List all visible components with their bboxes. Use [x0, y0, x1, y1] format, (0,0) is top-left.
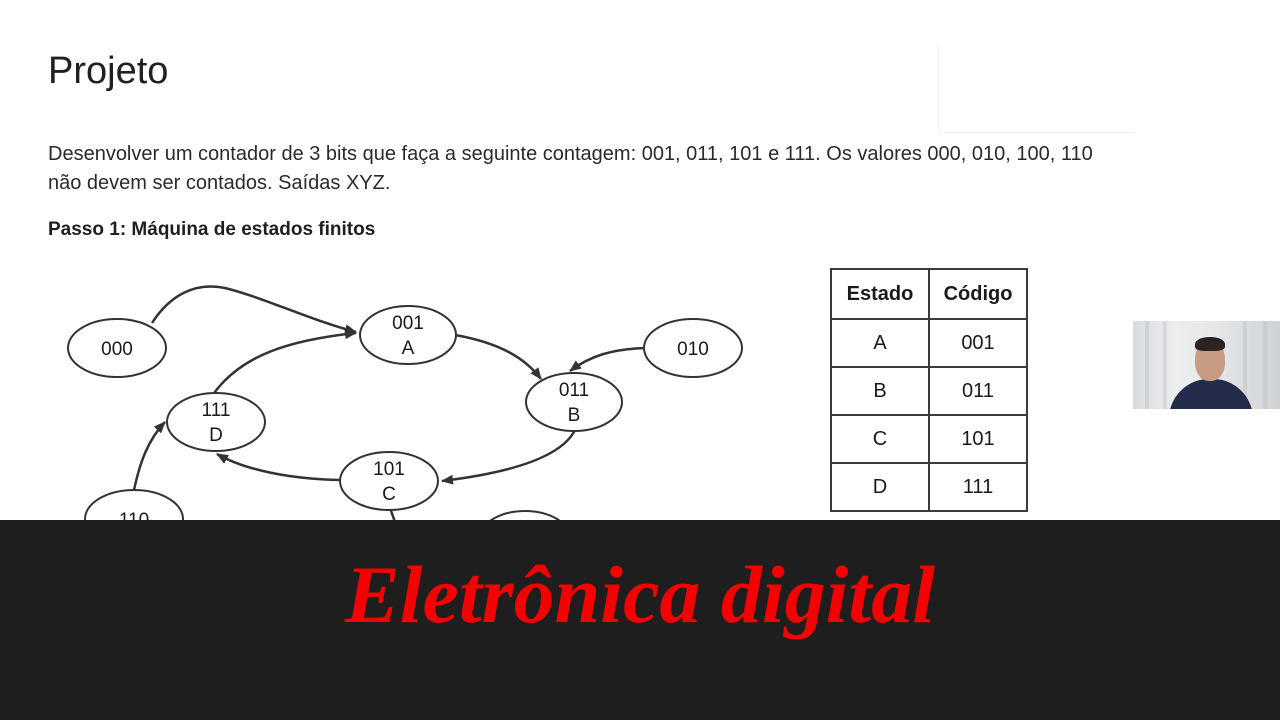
state-node-hidden: [489, 510, 561, 520]
state-110-code: 110: [119, 510, 149, 520]
table-header-row: Estado Código: [830, 268, 1028, 320]
state-010-code: 010: [677, 339, 709, 360]
state-c-code: 101: [373, 459, 405, 480]
slide-title: Projeto: [48, 50, 169, 92]
state-b-label: B: [568, 405, 581, 426]
blank-region: [938, 44, 1135, 133]
title-banner: [0, 520, 1280, 720]
transition-110-to-D: [132, 421, 166, 491]
presenter-hair: [1195, 337, 1225, 351]
state-a-label: A: [402, 338, 415, 359]
presenter-torso: [1169, 379, 1253, 409]
transition-B-to-C: [441, 429, 577, 485]
header-codigo: Código: [928, 268, 1028, 320]
problem-statement: Desenvolver um contador de 3 bits que fa…: [48, 143, 1093, 194]
header-estado: Estado: [830, 268, 930, 320]
state-a-code: 001: [392, 313, 424, 334]
state-d-label: D: [209, 425, 223, 446]
slide: Projeto Desenvolver um contador de 3 bit…: [48, 44, 1280, 520]
transition-010-to-B: [569, 346, 646, 373]
state-node-000: [67, 318, 167, 378]
table-cell-state: B: [830, 366, 930, 416]
state-machine-diagram: 000 001 A 010 011 B 111 D 101 C 110: [67, 285, 743, 520]
state-node-110: [84, 489, 184, 520]
state-d-code: 111: [202, 400, 231, 421]
table-row: A 001: [830, 318, 1028, 368]
table-row: C 101: [830, 414, 1028, 464]
state-node-b: [525, 372, 623, 432]
table-cell-state: C: [830, 414, 930, 464]
transition-A-to-B: [454, 333, 542, 380]
table-cell-code: 111: [928, 462, 1028, 512]
transition-D-to-A: [210, 329, 357, 397]
state-b-code: 011: [559, 380, 589, 401]
transition-C-to-D: [216, 452, 341, 482]
state-c-label: C: [382, 484, 396, 505]
table-cell-state: D: [830, 462, 930, 512]
state-code-table: Estado Código A 001 B 011 C 101 D 111: [830, 268, 1028, 512]
step-heading: Passo 1: Máquina de estados finitos: [48, 219, 376, 240]
webcam-overlay: [1133, 321, 1280, 409]
state-node-010: [643, 318, 743, 378]
state-000-code: 000: [101, 339, 133, 360]
banner-title: Eletrônica digital: [345, 549, 935, 640]
table-cell-code: 011: [928, 366, 1028, 416]
state-node-d: [166, 392, 266, 452]
table-row: D 111: [830, 462, 1028, 512]
table-cell-state: A: [830, 318, 930, 368]
transition-000-to-A: [150, 285, 357, 335]
table-row: B 011: [830, 366, 1028, 416]
state-node-c: [339, 451, 439, 511]
state-node-a: [359, 305, 457, 365]
table-cell-code: 101: [928, 414, 1028, 464]
table-cell-code: 001: [928, 318, 1028, 368]
